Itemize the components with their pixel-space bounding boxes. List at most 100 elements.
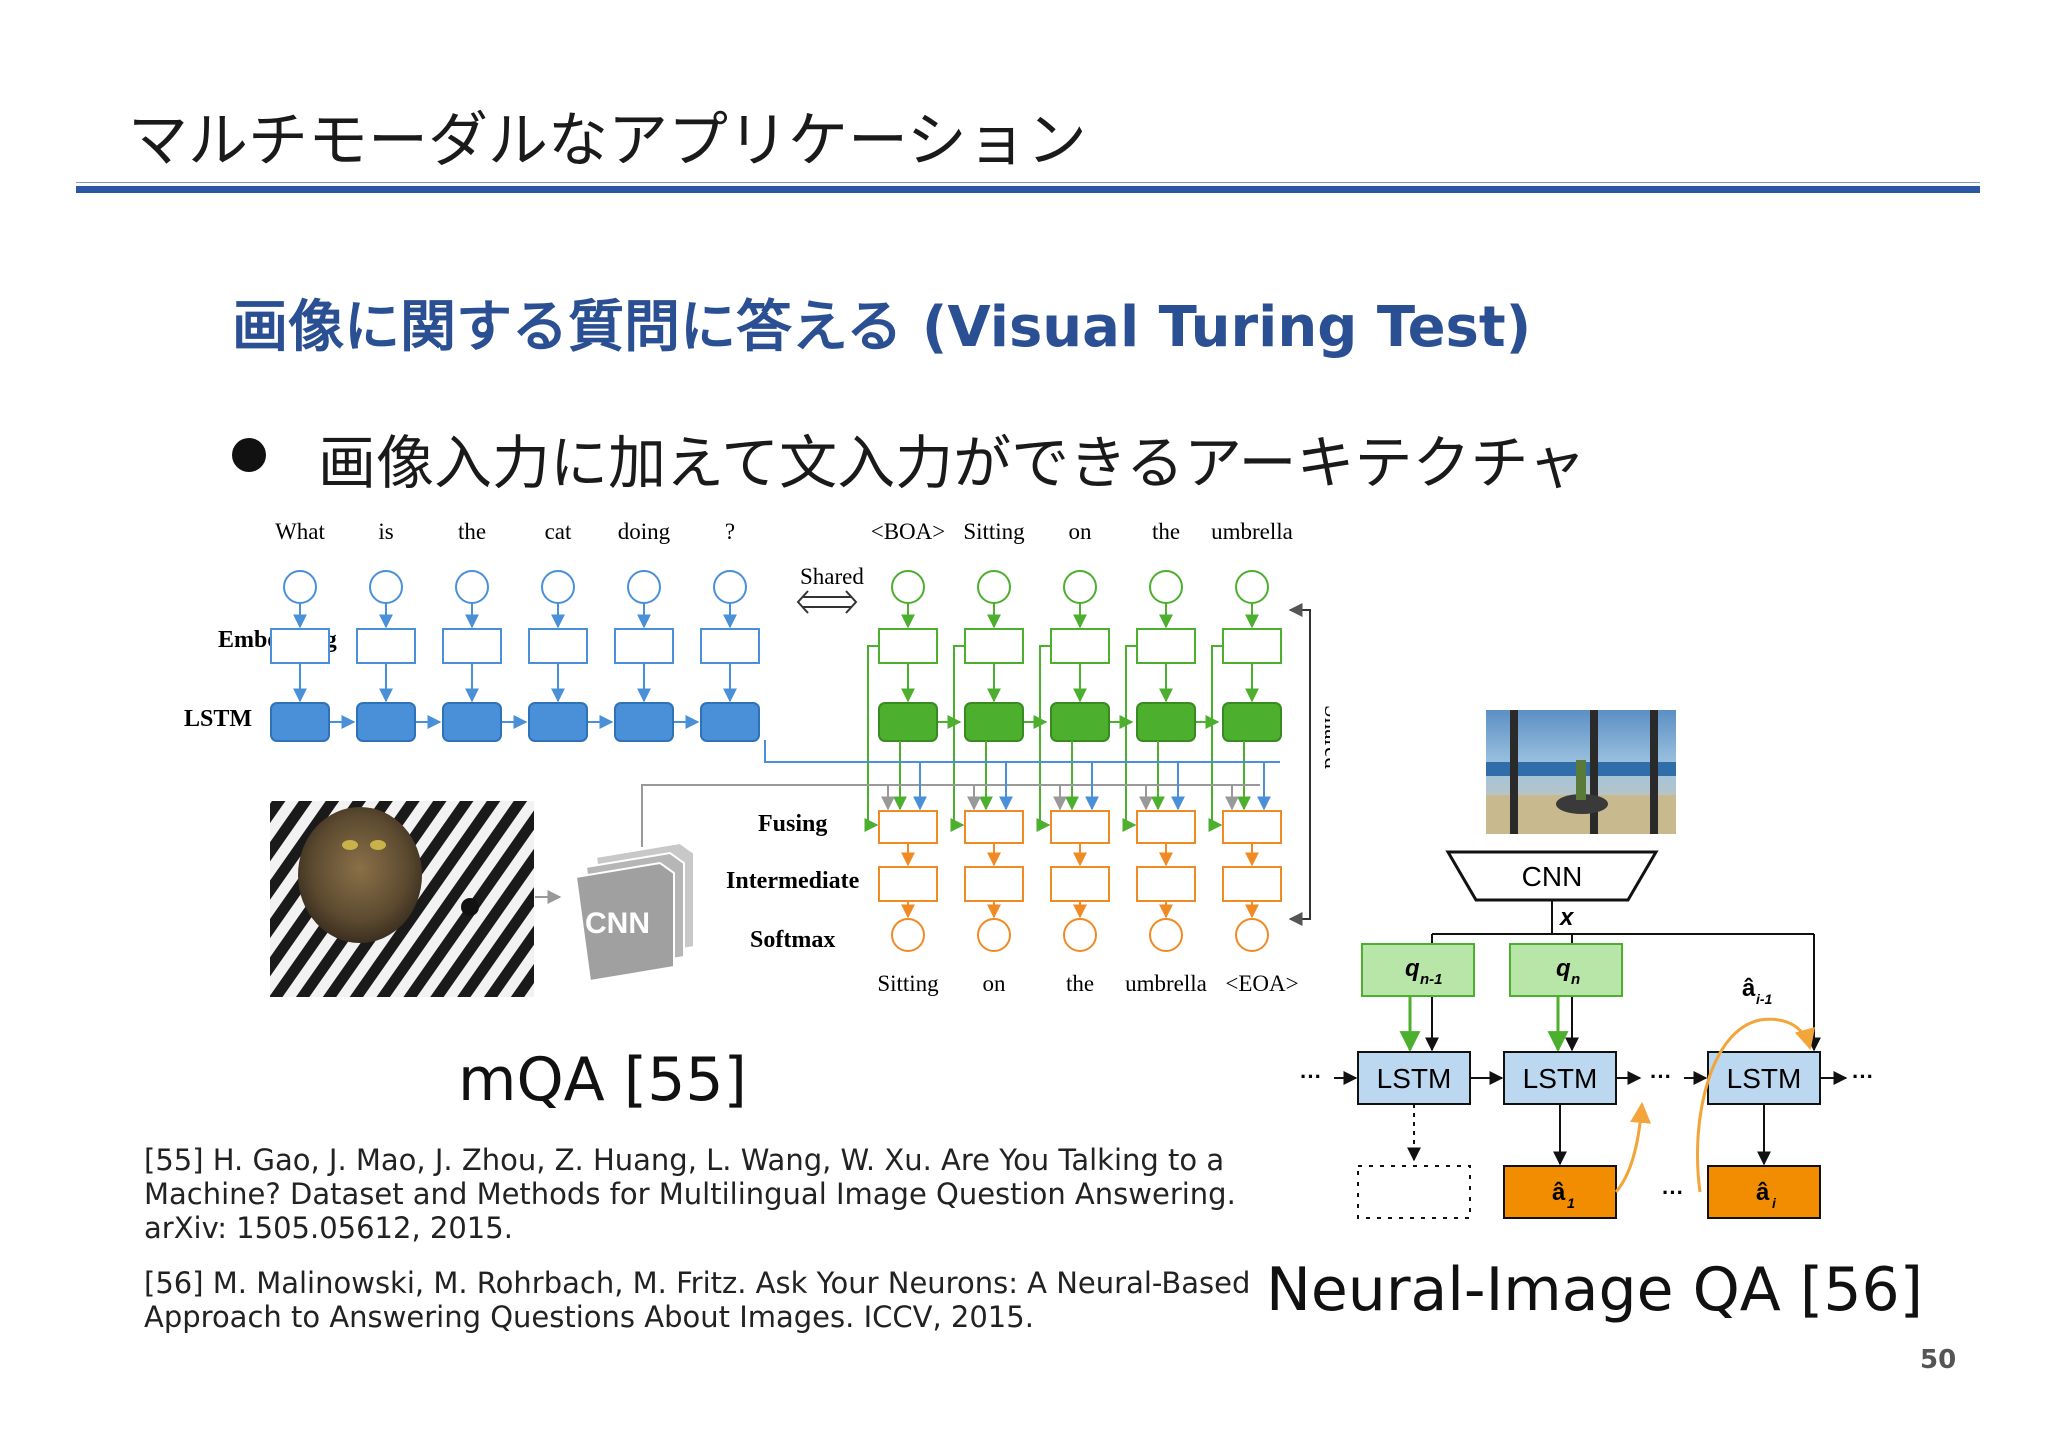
svg-text:â: â <box>1756 1179 1770 1206</box>
intermediate-box <box>1050 866 1110 902</box>
answer-embedding-box <box>964 628 1024 664</box>
question-feature-bus <box>764 740 1280 763</box>
softmax-node <box>891 918 925 952</box>
question-embedding-box <box>442 628 502 664</box>
question-lstm-cell <box>356 702 416 742</box>
svg-text:i-1: i-1 <box>1756 991 1773 1007</box>
question-input-node <box>627 570 661 604</box>
q-curr-box <box>1509 943 1623 997</box>
question-embedding-box <box>356 628 416 664</box>
question-word: the <box>458 519 486 544</box>
question-word: cat <box>545 519 572 544</box>
svg-text:LSTM: LSTM <box>1377 1063 1452 1094</box>
answer-output-word: <EOA> <box>1225 971 1298 996</box>
answer-lstm-cell <box>964 702 1024 742</box>
question-embedding-box <box>270 628 330 664</box>
answer-lstm-cell <box>1136 702 1196 742</box>
fusing-box <box>878 810 938 844</box>
fusing-box <box>1222 810 1282 844</box>
restaurant-photo <box>1486 710 1676 834</box>
answer-output-word: the <box>1066 971 1094 996</box>
svg-text:i: i <box>1772 1195 1777 1211</box>
question-lstm-cell <box>528 702 588 742</box>
nqa-caption: Neural-Image QA [56] <box>1266 1255 1924 1325</box>
empty-output-box <box>1357 1165 1471 1219</box>
answer-lstm-cell <box>878 702 938 742</box>
svg-text:···: ··· <box>1852 1064 1874 1089</box>
nqa-cnn-block <box>1445 850 1659 902</box>
cat-umbrella-image <box>270 801 534 997</box>
answer-input-word: on <box>1069 519 1093 544</box>
answer-input-node <box>1063 570 1097 604</box>
svg-text:CNN: CNN <box>1522 861 1583 892</box>
question-lstm-cell <box>700 702 760 742</box>
answer-output-word: on <box>983 971 1007 996</box>
answer-lstm-cell <box>1222 702 1282 742</box>
image-feature-bus <box>641 784 1260 847</box>
intermediate-box <box>878 866 938 902</box>
question-input-node <box>455 570 489 604</box>
fusing-box <box>1136 810 1196 844</box>
lstm-label: LSTM <box>184 706 252 732</box>
answer-embedding-box <box>1136 628 1196 664</box>
svg-text:LSTM: LSTM <box>1727 1063 1802 1094</box>
question-word: doing <box>618 519 671 544</box>
svg-text:···: ··· <box>1662 1180 1684 1205</box>
softmax-node <box>1149 918 1183 952</box>
softmax-label: Softmax <box>750 927 835 953</box>
lstm-box-2 <box>1503 1051 1617 1105</box>
answer-embedding-box <box>878 628 938 664</box>
shared-arrow-icon <box>802 596 852 608</box>
intermediate-box <box>1136 866 1196 902</box>
fusing-box <box>1050 810 1110 844</box>
svg-text:â: â <box>1552 1179 1566 1206</box>
question-input-node <box>713 570 747 604</box>
svg-text:q: q <box>1556 955 1571 982</box>
intermediate-box <box>1222 866 1282 902</box>
shared-top-label: Shared <box>800 564 864 589</box>
answer-box-last <box>1707 1165 1821 1219</box>
answer-input-node <box>1235 570 1269 604</box>
a-prev-label: â <box>1742 975 1756 1002</box>
q-prev-box <box>1361 943 1475 997</box>
svg-text:1: 1 <box>1567 1195 1575 1211</box>
answer-embedding-box <box>1050 628 1110 664</box>
softmax-node <box>977 918 1011 952</box>
fusing-label: Fusing <box>758 811 827 837</box>
question-input-node <box>541 570 575 604</box>
question-input-node <box>283 570 317 604</box>
answer-input-node <box>891 570 925 604</box>
answer-input-word: <BOA> <box>871 519 946 544</box>
bullet-dot <box>232 438 266 472</box>
svg-text:q: q <box>1405 955 1420 982</box>
intermediate-box <box>964 866 1024 902</box>
softmax-node <box>1235 918 1269 952</box>
answer-input-word: umbrella <box>1211 519 1293 544</box>
answer-output-word: umbrella <box>1125 971 1207 996</box>
slide-title: マルチモーダルなアプリケーション <box>128 106 1087 176</box>
question-word: ? <box>725 519 735 544</box>
section-heading: 画像に関する質問に答える (Visual Turing Test) <box>232 295 1532 360</box>
mqa-caption: mQA [55] <box>458 1045 747 1115</box>
svg-text:···: ··· <box>1650 1064 1672 1089</box>
question-lstm-cell <box>614 702 674 742</box>
mqa-diagram: Embedding LSTM Fusing Intermediate Softm… <box>184 519 1330 997</box>
reference-56: [56] M. Malinowski, M. Rohrbach, M. Frit… <box>144 1266 1251 1334</box>
nqa-diagram: CNN x q n-1 q n â i-1 ··· LSTM LSTM ··· … <box>1300 710 1874 1219</box>
fusing-box <box>964 810 1024 844</box>
svg-text:n: n <box>1571 971 1580 988</box>
svg-text:CNN: CNN <box>585 907 650 940</box>
answer-embedding-box <box>1222 628 1282 664</box>
question-input-node <box>369 570 403 604</box>
title-rule-thin <box>76 182 1980 183</box>
shared-side-label: Shared <box>1320 705 1330 769</box>
shared-bracket <box>1288 603 1311 926</box>
answer-lstm-cell <box>1050 702 1110 742</box>
question-word: is <box>378 519 393 544</box>
svg-text:n-1: n-1 <box>1420 971 1443 988</box>
answer-input-node <box>1149 570 1183 604</box>
answer-input-word: the <box>1152 519 1180 544</box>
svg-text:···: ··· <box>1300 1064 1322 1089</box>
